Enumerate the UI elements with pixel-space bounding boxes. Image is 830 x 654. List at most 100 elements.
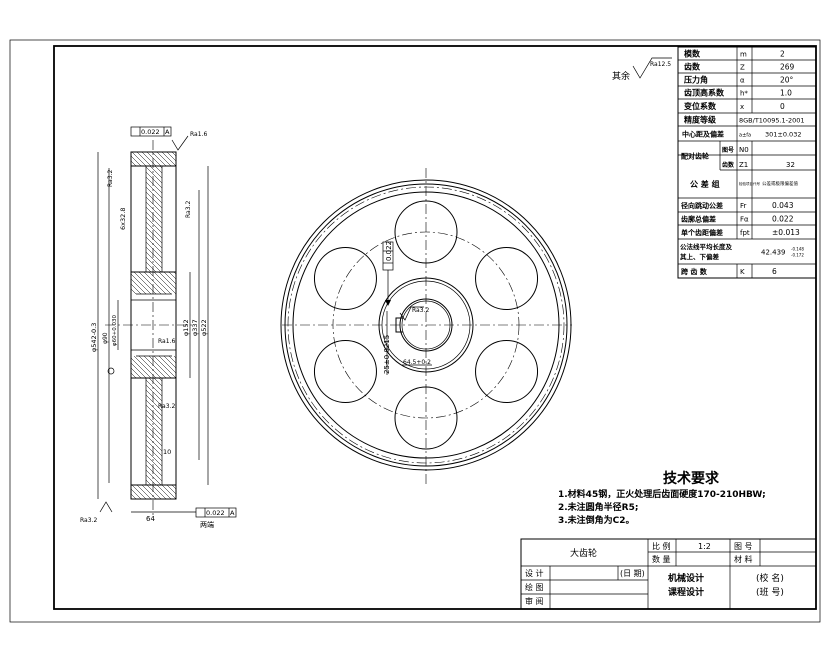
lightening-hole	[313, 340, 377, 403]
param-name: 径向跳动公差	[681, 201, 723, 210]
chamfer-circle	[284, 183, 568, 467]
hatch-line	[130, 288, 137, 295]
param-name-cont: 其上、下偏差	[680, 252, 720, 261]
lightening-hole	[475, 340, 539, 403]
technical-requirements: 技术要求 1.材料45钢，正火处理后齿面硬度170-210HBW; 2.未注圆角…	[558, 470, 766, 526]
hatch-line	[171, 151, 177, 157]
param-name: 公 差 组	[690, 179, 720, 189]
checker-label: 审 阅	[525, 596, 544, 606]
hatch-line	[145, 469, 162, 486]
svg-text:64: 64	[146, 515, 155, 523]
rest-roughness-symbol: 其余 Ra12.5	[612, 57, 672, 82]
svg-text:0.022: 0.022	[206, 509, 225, 517]
param-symbol: a±fa	[739, 133, 751, 139]
hatch-line	[145, 231, 163, 249]
hatch-line	[145, 414, 163, 432]
hatch-line	[145, 399, 163, 417]
tech-item-1: 1.材料45钢，正火处理后齿面硬度170-210HBW;	[558, 488, 766, 500]
hatch-line	[156, 151, 172, 167]
param-value: 301±0.032	[765, 131, 801, 139]
param-name: 精度等级	[684, 115, 717, 125]
svg-text:Ra3.2: Ra3.2	[185, 201, 192, 218]
hatch-line	[146, 484, 162, 500]
param-symbol: α	[740, 77, 745, 85]
hatch-line	[143, 355, 167, 379]
hatch-line	[143, 271, 167, 295]
hatch-line	[163, 271, 177, 285]
hatch-line	[153, 271, 177, 295]
keyway-dimension: 25±0.0215 64.5+0.2 Ra3.2	[383, 306, 432, 375]
hatch-line	[145, 424, 163, 442]
hatch-line	[153, 355, 177, 379]
param-value: 2	[780, 50, 785, 59]
hatch-line	[145, 454, 163, 472]
bore-chamfer-circle	[401, 300, 451, 350]
hatch-line	[141, 484, 157, 500]
hatch-line	[171, 484, 177, 490]
param-symbol: fpt	[740, 229, 750, 237]
hatch-line	[130, 357, 152, 379]
section-dimensions: φ542-0.3 φ90 φ60+0.030 φ152 φ337 φ522 6x…	[80, 126, 237, 529]
param-name: 配对齿轮	[681, 152, 709, 161]
hatch-line	[145, 171, 163, 189]
tech-item-2: 2.未注圆角半径R5;	[558, 501, 638, 513]
param-value: 0	[780, 102, 785, 111]
rest-ra-label: Ra12.5	[650, 61, 671, 68]
hatch-line	[149, 165, 163, 179]
outer-border	[9, 39, 821, 623]
param-value: 20°	[780, 76, 794, 85]
hatch-line	[153, 377, 163, 387]
tech-item-3: 3.未注倒角为C2。	[558, 514, 635, 526]
bore-circle	[399, 298, 453, 352]
lightening-holes	[313, 200, 539, 450]
hatch-line	[145, 221, 163, 239]
svg-text:φ90: φ90	[102, 332, 109, 344]
param-symbol: h*	[740, 90, 748, 98]
param-value: N0	[739, 146, 749, 154]
hub-chamfer-circle	[381, 280, 471, 370]
hatch-line	[145, 256, 162, 273]
lightening-hole	[313, 247, 377, 310]
hub-outer-circle	[378, 277, 474, 373]
param-name: 齿廓总偏差	[681, 215, 716, 224]
hatch-line	[145, 434, 163, 452]
hatch-line	[154, 165, 163, 174]
hatch-line	[158, 355, 177, 374]
class-number: (班 号)	[756, 586, 784, 598]
lightening-hole	[394, 200, 458, 264]
hatch-line	[145, 429, 163, 447]
hatch-line	[130, 372, 137, 379]
rest-label: 其余	[612, 70, 630, 82]
hatch-line	[136, 484, 152, 500]
rim-inner-circle	[292, 191, 560, 459]
param-symbol: Fr	[740, 202, 747, 210]
hatch-line	[166, 151, 177, 162]
param-value: 0.043	[772, 201, 794, 210]
param-value: 42.439	[761, 249, 786, 257]
hatch-line	[161, 151, 177, 167]
param-value: 公差或极限偏差值	[762, 180, 798, 187]
param-value: ±0.013	[772, 228, 800, 237]
svg-text:0.022: 0.022	[385, 241, 393, 261]
pitch-circle	[287, 186, 565, 464]
hatch-line	[145, 394, 163, 412]
hatch-line	[145, 216, 163, 234]
hole-center-circle	[332, 231, 520, 419]
hatch-line	[130, 488, 142, 500]
part-name: 大齿轮	[570, 547, 597, 559]
drafter-label: 绘 图	[525, 582, 544, 592]
hatch-line	[173, 355, 177, 359]
hatch-line	[145, 226, 163, 244]
hatch-line	[130, 367, 142, 379]
tech-title: 技术要求	[663, 470, 720, 487]
hatch-line	[158, 271, 177, 290]
param-name: 齿顶高系数	[684, 88, 725, 98]
param-symbol: 齿数	[722, 161, 735, 169]
hatch-line	[145, 384, 163, 402]
hatch-line	[130, 278, 147, 295]
hatch-line	[145, 206, 163, 224]
hatch-line	[145, 464, 163, 482]
hatch-line	[145, 444, 163, 462]
hatch-line	[151, 484, 167, 500]
